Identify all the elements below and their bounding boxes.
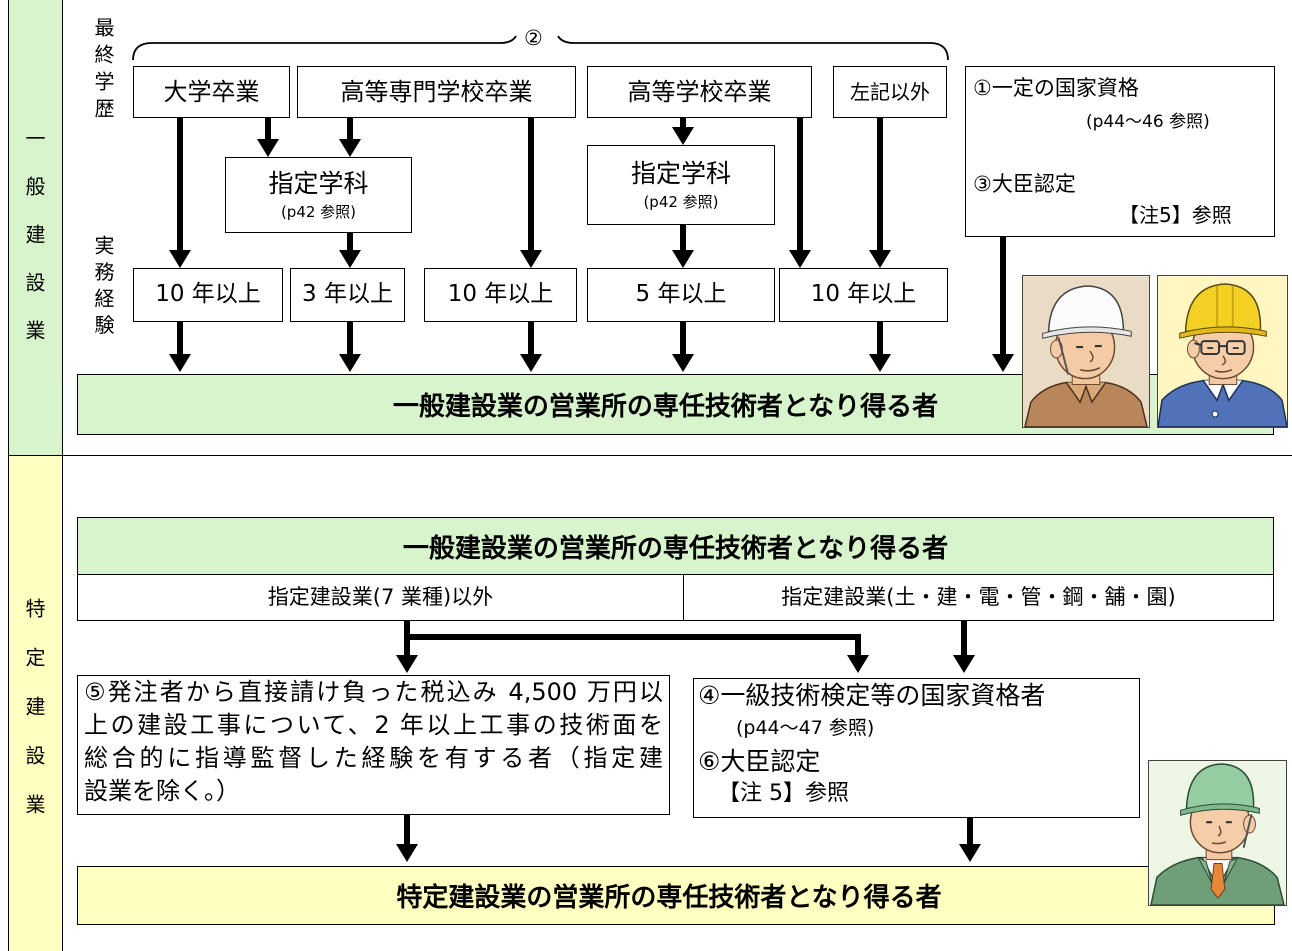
connector-non-designated-to-qualification [404,634,869,673]
specific-source-text: 一般建設業の営業所の専任技術者となり得る者 [402,533,949,564]
specific-side-band [8,456,63,951]
arrow-non-designated-to-supervision [396,621,418,673]
worker-white-helmet-icon [1023,276,1149,427]
supervision-experience-box: ⑤発注者から直接請け負った税込み 4,500 万円以 上の建設工事について、2 … [77,675,670,815]
arrow-university-to-experience [169,118,191,268]
arrow-qualification-to-specific-result [959,818,981,862]
designated-industry-label: 指定建設業(土・建・電・管・鋼・舗・園) [781,584,1176,609]
designated-dept-ref: (p42 参照) [643,193,719,211]
arrow-university-to-designated-dept [257,118,279,157]
experience-years-label: 5 年以上 [635,281,727,308]
arrow-designated-dept-to-experience [339,233,361,268]
education-brace-left [132,35,517,61]
specific-result-text: 特定建設業の営業所の専任技術者となり得る者 [396,883,942,913]
arrow-experience-3-to-result [520,322,542,372]
arrow-supervision-to-specific-result [396,815,418,862]
non-designated-industry-box: 指定建設業(7 業種)以外 [77,574,684,621]
table-left-border [8,0,9,951]
first-class-license-text: ④一級技術検定等の国家資格者 [698,681,1046,710]
specific-construction-side-label: 特定建設業 [22,598,46,843]
education-high-school-label: 高等学校卒業 [627,77,772,106]
worker-white-helmet-illustration [1022,275,1150,428]
designated-dept-title: 指定学科 [630,159,731,188]
arrow-high-school-to-designated-dept [672,118,694,145]
general-qualification-box: ①一定の国家資格 (p44～46 参照) ③大臣認定 【注5】参照 [965,66,1275,237]
specific-source-bar: 一般建設業の営業所の専任技術者となり得る者 [77,517,1274,575]
general-construction-side-label: 一般建設業 [22,128,46,368]
designated-dept-ref: (p42 参照) [280,203,357,221]
first-class-license-ref: (p44～47 参照) [736,717,875,739]
non-designated-industry-label: 指定建設業(7 業種)以外 [267,584,494,609]
national-license-text: ①一定の国家資格 [973,76,1139,100]
designated-dept-title: 指定学科 [268,169,369,198]
minister-approval-text: ⑥大臣認定 [698,747,821,776]
education-university-label: 大学卒業 [163,77,260,106]
arrow-experience-2-to-result [339,322,361,372]
education-technical-college-box: 高等専門学校卒業 [297,66,576,118]
arrow-technical-college-to-experience [520,118,542,268]
minister-approval-text: ③大臣認定 [973,172,1076,196]
education-label: 最終学歴 [91,17,115,125]
experience-years-label: 10 年以上 [810,281,917,308]
supervision-text-line: 総合的に指導監督した経験を有する者（指定建 [84,744,663,772]
worker-yellow-helmet-illustration [1157,275,1288,428]
worker-green-helmet-icon [1149,761,1286,905]
specific-qualification-box: ④一級技術検定等の国家資格者 (p44～47 参照) ⑥大臣認定 【注 5】参照 [693,678,1140,818]
arrow-experience-1-to-result [169,322,191,372]
side-column-divider [62,0,63,951]
supervision-text-line: 上の建設工事について、2 年以上工事の技術面を [84,711,663,739]
education-university-box: 大学卒業 [133,66,290,118]
worker-green-helmet-illustration [1148,760,1287,906]
arrow-other-to-experience [869,118,891,268]
brace-marker: ② [524,26,543,50]
arrow-experience-5-to-result [869,322,891,372]
arrow-experience-4-to-result [672,322,694,372]
national-license-ref: (p44～46 参照) [1086,112,1210,132]
experience-university-box: 10 年以上 [133,268,283,322]
education-high-school-box: 高等学校卒業 [587,66,812,118]
minister-approval-ref: 【注 5】参照 [718,781,849,806]
designated-dept-college-box: 指定学科 (p42 参照) [225,157,412,233]
general-result-text: 一般建設業の営業所の専任技術者となり得る者 [392,392,939,422]
experience-years-label: 3 年以上 [302,281,393,308]
arrow-high-school-to-experience [789,118,811,268]
supervision-text-line: 設業を除く。） [84,777,240,805]
supervision-text-line: ⑤発注者から直接請け負った税込み 4,500 万円以 [84,678,663,706]
education-technical-college-label: 高等専門学校卒業 [340,77,533,106]
experience-technical-college-box: 10 年以上 [424,268,577,322]
arrow-technical-college-to-designated-dept [339,118,361,157]
experience-designated-high-school-box: 5 年以上 [587,268,775,322]
designated-dept-high-school-box: 指定学科 (p42 参照) [587,145,775,225]
section-divider [8,455,1292,456]
experience-designated-college-box: 3 年以上 [290,268,405,322]
education-brace-right [557,35,949,61]
education-other-label: 左記以外 [850,80,930,104]
experience-label: 実務経験 [91,235,115,341]
arrow-designated-to-qualification [953,621,975,673]
specific-result-bar: 特定建設業の営業所の専任技術者となり得る者 [77,866,1275,925]
experience-years-label: 10 年以上 [447,281,554,308]
experience-years-label: 10 年以上 [155,281,261,308]
education-other-box: 左記以外 [833,66,947,118]
minister-approval-ref: 【注5】参照 [1119,203,1232,227]
general-side-band [8,0,63,456]
arrow-qualification-to-general-result [992,237,1014,372]
worker-yellow-helmet-icon [1158,276,1287,427]
experience-high-school-or-other-box: 10 年以上 [779,268,948,322]
arrow-designated-dept-hs-to-experience [672,225,694,268]
designated-industry-box: 指定建設業(土・建・電・管・鋼・舗・園) [683,574,1274,621]
